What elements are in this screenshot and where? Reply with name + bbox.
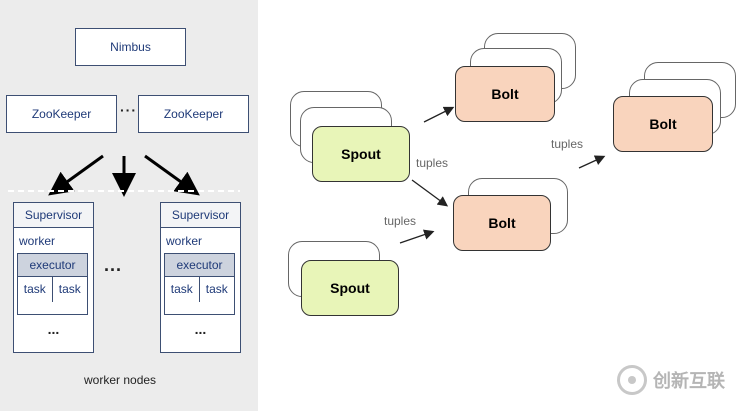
supervisor-node-left: Supervisor worker executor task task ...	[13, 202, 94, 353]
more-workers-dots: ...	[194, 321, 207, 337]
worker-label: worker	[166, 234, 203, 248]
bolt-label: Bolt	[649, 116, 677, 132]
executor-label: executor	[18, 254, 87, 277]
spout-node-top: Spout	[312, 126, 410, 182]
bolt-node-top: Bolt	[455, 66, 555, 122]
zookeeper-box-left: ZooKeeper	[6, 95, 117, 133]
zookeeper-label-left: ZooKeeper	[31, 107, 92, 121]
bolt-label: Bolt	[491, 86, 519, 102]
more-workers-dots: ...	[47, 321, 60, 337]
zookeeper-label-right: ZooKeeper	[163, 107, 224, 121]
spout-label: Spout	[341, 146, 381, 162]
arrow-zk-to-supervisor-right	[144, 154, 200, 196]
tuples-label: tuples	[551, 137, 584, 151]
task-cell: task	[58, 282, 81, 296]
supervisor-title: Supervisor	[14, 203, 93, 228]
task-cell: task	[165, 276, 200, 302]
tuples-label: tuples	[384, 214, 417, 228]
executor-label: executor	[165, 254, 234, 277]
arrow-spout1-to-bolt-mid	[411, 179, 449, 207]
bolt-node-right: Bolt	[613, 96, 713, 152]
arrow-spout1-to-bolt-top	[423, 106, 455, 123]
executor-block: executor task task	[17, 253, 88, 315]
spout-label: Spout	[330, 280, 370, 296]
task-cell: task	[205, 282, 228, 296]
executor-block: executor task task	[164, 253, 235, 315]
watermark: 创新互联	[617, 365, 725, 395]
more-nodes-dots: ...	[104, 255, 123, 275]
task-cell: task	[18, 276, 53, 302]
arrow-spout2-to-bolt-mid	[399, 229, 435, 244]
worker-label: worker	[19, 234, 56, 248]
supervisor-title: Supervisor	[161, 203, 240, 228]
tuples-label: tuples	[416, 156, 449, 170]
arrow-bolt-mid-to-bolt-right	[578, 155, 606, 169]
worker-nodes-caption: worker nodes	[84, 373, 157, 387]
spout-node-bottom: Spout	[301, 260, 399, 316]
nimbus-box: Nimbus	[75, 28, 186, 66]
nimbus-label: Nimbus	[110, 40, 151, 54]
watermark-text: 创新互联	[653, 371, 725, 391]
watermark-logo-icon	[617, 365, 647, 395]
bolt-node-middle: Bolt	[453, 195, 551, 251]
arrow-zk-to-supervisor-left	[48, 154, 104, 196]
zookeeper-dots: ···	[120, 102, 137, 118]
bolt-label: Bolt	[488, 215, 516, 231]
zookeeper-box-right: ZooKeeper	[138, 95, 249, 133]
supervisor-node-right: Supervisor worker executor task task ...	[160, 202, 241, 353]
